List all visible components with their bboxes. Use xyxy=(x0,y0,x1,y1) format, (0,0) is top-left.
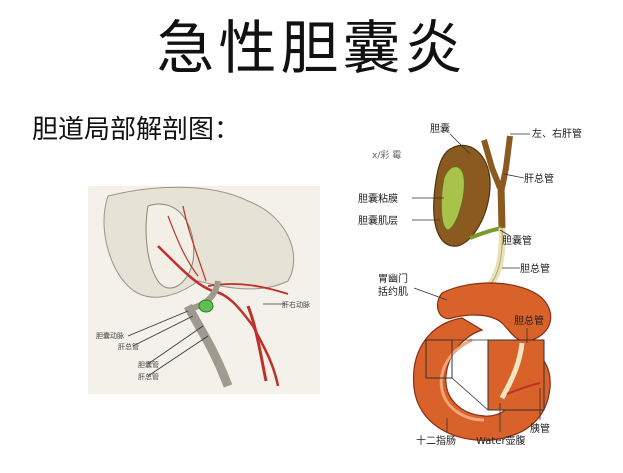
label-gallbladder-muscle: 胆囊肌层 xyxy=(358,214,398,227)
label-pyloric-sphincter: 胃幽门 括约肌 xyxy=(378,272,411,298)
label-cystic-duct: 胆囊管 xyxy=(138,360,159,369)
duodenum-inner xyxy=(439,338,485,422)
label-duodenum: 十二指肠 xyxy=(416,434,456,447)
artery-right xyxy=(246,305,268,382)
label-ampulla: Water壶腹 xyxy=(476,434,526,447)
hepatic-duct-common xyxy=(497,185,506,229)
label-pancreatic-duct: 胰管 xyxy=(530,422,550,435)
duct-hepatic xyxy=(192,280,221,311)
label-pyloric-line-1: 胃幽门 xyxy=(378,272,408,285)
label-lr-hepatic-ducts: 左、右肝管 xyxy=(532,127,582,140)
leader-hepatic-duct xyxy=(503,173,525,179)
hepatic-duct-right xyxy=(499,135,513,189)
right-anatomy-illustration: 胆囊 左、右肝管 肝总管 x/彩 霉 胆囊粘膜 胆囊肌层 胆囊管 胆总管 胃幽门… xyxy=(352,118,614,468)
label-cystic-duct: 胆囊管 xyxy=(502,234,532,247)
label-right-hepatic-artery: 肝右动脉 xyxy=(282,300,310,309)
artery-branch-1 xyxy=(167,215,199,277)
leader-4 xyxy=(147,335,209,377)
label-gallbladder-artery: 胆囊动脉 xyxy=(96,331,124,340)
pancreatic-duct xyxy=(506,382,541,395)
leader-3 xyxy=(147,325,204,365)
artery-main xyxy=(157,245,280,387)
left-anatomy-svg: 胆囊动脉 肝总管 胆囊管 肝总管 肝右动脉 xyxy=(96,186,310,388)
label-hepatic-duct: 肝总管 xyxy=(118,342,139,351)
right-anatomy-svg: 胆囊 左、右肝管 肝总管 x/彩 霉 胆囊粘膜 胆囊肌层 胆囊管 胆总管 胃幽门… xyxy=(358,122,582,447)
section-heading: 胆道局部解剖图： xyxy=(32,115,241,145)
gallbladder-mucosa-layer xyxy=(440,166,465,231)
gallbladder-shape xyxy=(145,203,195,289)
leader-1 xyxy=(127,310,189,337)
leader-gallbladder xyxy=(449,133,471,155)
label-gallbladder: 胆囊 xyxy=(430,122,450,135)
hepatic-duct-left xyxy=(481,139,503,190)
label-common-hepatic-duct: 肝总管 xyxy=(138,372,159,381)
left-anatomy-illustration: 胆囊动脉 肝总管 胆囊管 肝总管 肝右动脉 xyxy=(88,186,320,394)
label-common-bile-duct: 胆总管 xyxy=(520,262,550,275)
artery-branch-2 xyxy=(182,205,207,282)
label-pyloric-line-2: 括约肌 xyxy=(378,285,408,298)
label-stray-mark: x/彩 霉 xyxy=(372,150,401,161)
page-title: 急性胆囊炎 xyxy=(156,14,467,82)
leader-cystic-duct xyxy=(499,229,511,237)
leader-pylorus xyxy=(413,287,448,301)
lymph-node xyxy=(198,299,214,313)
detail-connector-bottom xyxy=(451,377,489,411)
duct-common xyxy=(183,303,233,388)
ampulla-detail-duct xyxy=(499,342,525,400)
detail-box-left xyxy=(425,339,453,379)
liver-shape xyxy=(103,186,295,298)
leader-2 xyxy=(132,315,194,347)
label-common-bile-duct-lower: 胆总管 xyxy=(514,314,544,327)
label-gallbladder-mucosa: 胆囊粘膜 xyxy=(358,192,398,205)
label-hepatic-duct: 肝总管 xyxy=(524,172,554,185)
